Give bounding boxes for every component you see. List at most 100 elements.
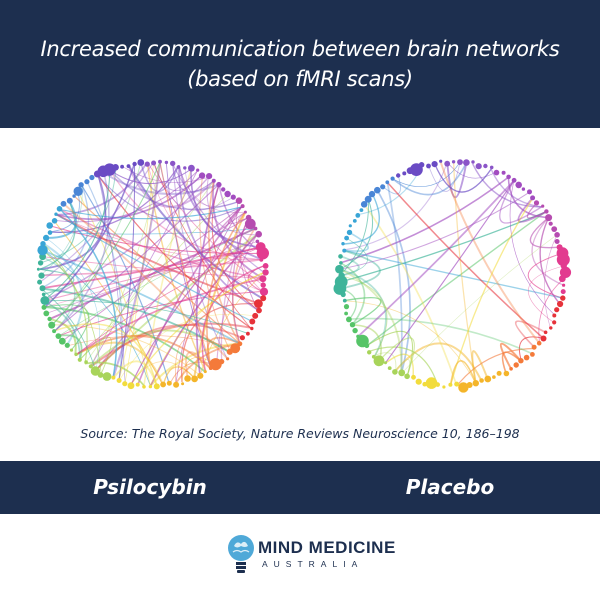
- network-node: [77, 357, 82, 362]
- network-node: [43, 234, 50, 241]
- network-node: [88, 364, 93, 369]
- network-node: [198, 172, 206, 179]
- network-node: [89, 174, 95, 181]
- connection-line: [379, 337, 415, 377]
- connection-line: [342, 231, 369, 252]
- network-node: [40, 296, 50, 305]
- connection-line: [382, 175, 401, 195]
- network-node: [355, 213, 361, 218]
- connection-line: [149, 342, 240, 387]
- network-node: [384, 361, 387, 365]
- network-node: [439, 159, 443, 163]
- connection-line: [531, 217, 564, 286]
- connection-line: [195, 184, 220, 376]
- connection-line: [45, 199, 78, 239]
- network-node: [69, 348, 74, 352]
- connection-line: [60, 206, 242, 220]
- network-node: [484, 375, 492, 383]
- connection-line: [384, 180, 515, 365]
- network-node: [496, 370, 502, 376]
- connection-line: [56, 161, 148, 216]
- network-node: [249, 318, 256, 325]
- network-node: [183, 166, 187, 170]
- connection-line: [220, 217, 250, 362]
- network-node: [260, 295, 267, 302]
- title-banner: Increased communication between brain ne…: [0, 0, 600, 128]
- connection-line: [449, 360, 477, 387]
- connection-line: [446, 161, 498, 179]
- network-node: [475, 163, 482, 170]
- network-node: [513, 362, 519, 368]
- network-node: [262, 263, 269, 269]
- network-node: [339, 261, 343, 265]
- network-node: [250, 326, 254, 331]
- label-banner: Psilocybin Placebo: [0, 461, 600, 514]
- connection-line: [499, 342, 523, 370]
- network-node: [74, 352, 78, 356]
- network-node: [197, 372, 204, 379]
- network-node: [78, 182, 84, 188]
- connection-line: [384, 353, 414, 379]
- network-node: [260, 282, 266, 288]
- connection-line: [199, 174, 232, 354]
- connection-line: [339, 192, 530, 270]
- network-node: [511, 177, 517, 183]
- network-node: [342, 298, 347, 303]
- network-node: [515, 181, 522, 189]
- network-node: [37, 260, 44, 266]
- connection-line: [206, 211, 246, 370]
- network-node: [206, 173, 213, 180]
- connection-line: [490, 168, 542, 208]
- network-node: [66, 197, 73, 204]
- connection-line: [103, 171, 220, 195]
- network-node: [431, 161, 438, 168]
- connection-line: [471, 350, 490, 384]
- network-node: [226, 348, 233, 355]
- logo-name: MIND MEDICINE: [258, 538, 396, 557]
- connection-line: [40, 186, 90, 290]
- connection-line: [228, 206, 249, 225]
- connection-line: [56, 214, 264, 260]
- connection-line: [81, 186, 171, 385]
- network-node: [43, 310, 50, 317]
- connection-line: [42, 249, 241, 345]
- network-node: [254, 299, 263, 308]
- network-node: [73, 186, 83, 196]
- network-node: [196, 168, 200, 172]
- network-node: [352, 327, 358, 334]
- connection-line: [544, 234, 558, 328]
- connection-line: [386, 182, 403, 374]
- network-node: [244, 218, 256, 230]
- network-node: [135, 382, 140, 387]
- network-node: [385, 180, 390, 185]
- network-node: [543, 330, 548, 335]
- network-node: [411, 374, 416, 380]
- network-node: [188, 164, 195, 172]
- network-node: [552, 320, 557, 325]
- network-node: [418, 162, 425, 168]
- connection-line: [58, 291, 263, 337]
- connection-line: [143, 168, 192, 386]
- network-node: [471, 160, 475, 164]
- network-node: [160, 381, 167, 388]
- connection-line: [185, 351, 212, 381]
- connection-line: [153, 161, 251, 328]
- network-node: [426, 163, 431, 169]
- network-node: [422, 381, 427, 387]
- network-node: [176, 165, 181, 169]
- network-node: [402, 171, 407, 176]
- psilocybin-connectivity-diagram: [36, 159, 269, 390]
- network-node: [463, 159, 470, 166]
- connection-line: [43, 300, 248, 334]
- network-node: [554, 232, 560, 238]
- network-node: [255, 230, 262, 238]
- connection-line: [527, 252, 563, 299]
- network-node: [221, 187, 226, 192]
- connection-line: [340, 249, 381, 290]
- network-node: [552, 313, 557, 318]
- connection-line: [59, 208, 118, 380]
- network-nodes: [333, 159, 572, 393]
- network-node: [531, 344, 537, 350]
- network-node: [137, 159, 145, 166]
- psilocybin-label: Psilocybin: [93, 475, 207, 499]
